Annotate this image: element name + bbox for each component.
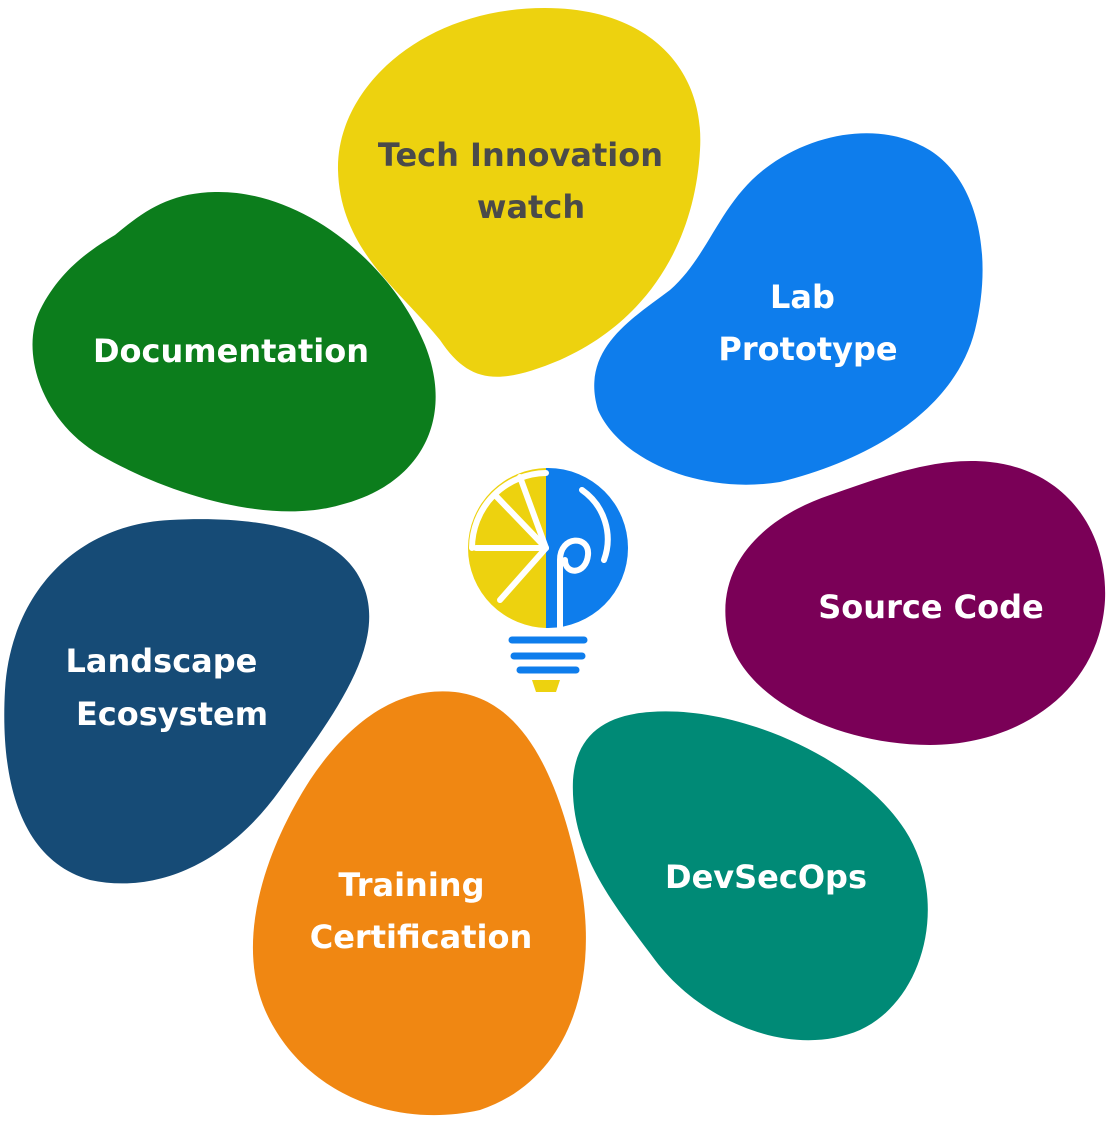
petal-source-code: Source Code xyxy=(725,460,1106,745)
petal-label-line: Source Code xyxy=(818,588,1043,626)
petal-devsecops: DevSecOps xyxy=(572,711,928,1041)
petal-lab-prototype: Lab Prototype xyxy=(594,133,983,485)
petal-shape xyxy=(725,460,1106,745)
petal-label-line: watch xyxy=(477,188,585,226)
petal-label-line: Lab xyxy=(770,278,835,316)
petal-documentation: Documentation xyxy=(32,191,436,512)
petal-landscape-ecosystem: Landscape Ecosystem xyxy=(4,519,370,884)
petal-label-line: Landscape xyxy=(65,642,257,680)
svg-text:Source Code: Source Code xyxy=(818,588,1043,626)
petal-shape xyxy=(594,133,983,485)
petal-label-line: Prototype xyxy=(718,330,897,368)
bulb-base xyxy=(508,636,588,674)
petal-shape xyxy=(252,691,586,1116)
svg-text:Training Certification: Training Certification xyxy=(310,866,533,956)
petal-label-line: Ecosystem xyxy=(76,695,268,733)
petal-shape xyxy=(337,8,701,377)
svg-text:Lab Prototype: Lab Prototype xyxy=(718,278,897,368)
petal-tech-innovation-watch: Tech Innovation watch xyxy=(337,8,701,377)
svg-text:Landscape Ecosystem: Landscape Ecosystem xyxy=(65,642,268,733)
petal-shape xyxy=(32,191,436,512)
petal-label-line: Training xyxy=(338,866,484,904)
svg-text:DevSecOps: DevSecOps xyxy=(665,858,867,896)
petal-training-certification: Training Certification xyxy=(252,691,586,1116)
bulb-tip xyxy=(532,680,560,692)
lightbulb-icon xyxy=(468,468,628,692)
petal-label-line: Tech Innovation xyxy=(378,136,663,174)
petal-shape xyxy=(572,711,928,1041)
svg-text:Tech Innovation watch: Tech Innovation watch xyxy=(378,136,674,226)
petal-label-line: Certification xyxy=(310,918,533,956)
petal-shape xyxy=(4,519,370,884)
petal-label-line: DevSecOps xyxy=(665,858,867,896)
petal-label-line: Documentation xyxy=(93,332,369,370)
svg-text:Documentation: Documentation xyxy=(93,332,369,370)
